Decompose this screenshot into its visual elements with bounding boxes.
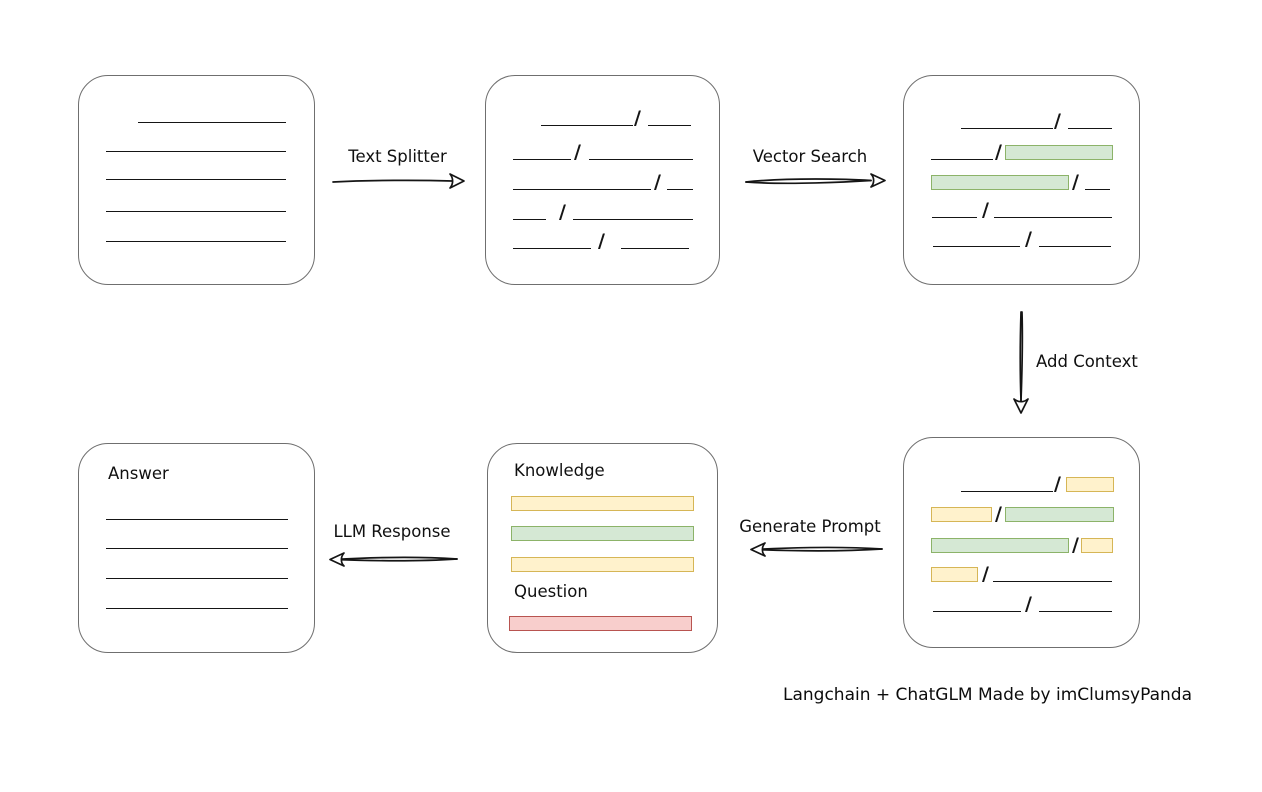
slash-separator: / [1072, 534, 1079, 556]
slash-separator: / [1054, 110, 1061, 132]
knowledge-label: Knowledge [514, 461, 605, 480]
text-line [138, 122, 286, 123]
slash-separator: / [1054, 473, 1061, 495]
highlight-chunk-yellow [1066, 477, 1114, 492]
text-line [933, 611, 1021, 612]
text-line [106, 519, 288, 520]
add-context-arrow [1013, 311, 1029, 414]
text-line [106, 151, 286, 152]
text-line [1039, 611, 1112, 612]
slash-separator: / [1025, 593, 1032, 615]
highlight-chunk-green [1005, 145, 1113, 160]
prompt-box: Knowledge Question [487, 443, 718, 653]
text-line [933, 246, 1020, 247]
text-line [1085, 189, 1110, 190]
llm-response-label: LLM Response [333, 522, 451, 541]
slash-separator: / [982, 563, 989, 585]
source-document-box [78, 75, 315, 285]
slash-separator: / [574, 141, 581, 163]
slash-separator: / [1072, 171, 1079, 193]
highlight-chunk-green [931, 538, 1069, 553]
text-line [961, 128, 1053, 129]
generate-prompt-arrow [750, 542, 883, 557]
slash-separator: / [982, 199, 989, 221]
question-label: Question [514, 582, 588, 601]
highlight-chunk-green [931, 175, 1069, 190]
text-line [994, 217, 1112, 218]
text-line [993, 581, 1112, 582]
highlight-chunk-yellow [931, 567, 978, 582]
text-line [931, 159, 993, 160]
knowledge-bar-yellow [511, 557, 694, 572]
text-line [932, 217, 977, 218]
text-line [106, 179, 286, 180]
text-line [106, 578, 288, 579]
caption-text: Langchain + ChatGLM Made by imClumsyPand… [783, 685, 1192, 705]
slash-separator: / [598, 230, 605, 252]
text-line [106, 241, 286, 242]
text-line [1068, 128, 1112, 129]
slash-separator: / [654, 171, 661, 193]
slash-separator: / [995, 141, 1002, 163]
context-box: / / / / / [903, 437, 1140, 648]
text-line [1039, 246, 1111, 247]
text-line [541, 125, 633, 126]
text-line [589, 159, 693, 160]
text-line [513, 159, 571, 160]
text-line [513, 219, 546, 220]
text-line [961, 491, 1053, 492]
answer-label: Answer [108, 464, 169, 483]
text-line [667, 189, 693, 190]
text-line [513, 248, 591, 249]
highlight-chunk-yellow [1081, 538, 1113, 553]
highlight-chunk-green [1005, 507, 1114, 522]
generate-prompt-label: Generate Prompt [739, 517, 881, 536]
knowledge-bar-green [511, 526, 694, 541]
llm-response-arrow [329, 552, 458, 567]
text-line [106, 608, 288, 609]
text-splitter-arrow [332, 173, 465, 189]
text-splitter-label: Text Splitter [348, 147, 447, 166]
slash-separator: / [634, 107, 641, 129]
text-line [513, 189, 651, 190]
add-context-label: Add Context [1036, 352, 1138, 371]
split-document-box: / / / / / [485, 75, 720, 285]
slash-separator: / [995, 503, 1002, 525]
vector-result-box: / / / / / [903, 75, 1140, 285]
text-line [648, 125, 691, 126]
text-line [621, 248, 689, 249]
vector-search-label: Vector Search [752, 147, 868, 166]
text-line [106, 548, 288, 549]
slash-separator: / [559, 201, 566, 223]
vector-search-arrow [745, 173, 886, 188]
slash-separator: / [1025, 228, 1032, 250]
highlight-chunk-yellow [931, 507, 992, 522]
text-line [106, 211, 286, 212]
question-bar-red [509, 616, 692, 631]
text-line [573, 219, 693, 220]
answer-box: Answer [78, 443, 315, 653]
knowledge-bar-yellow [511, 496, 694, 511]
